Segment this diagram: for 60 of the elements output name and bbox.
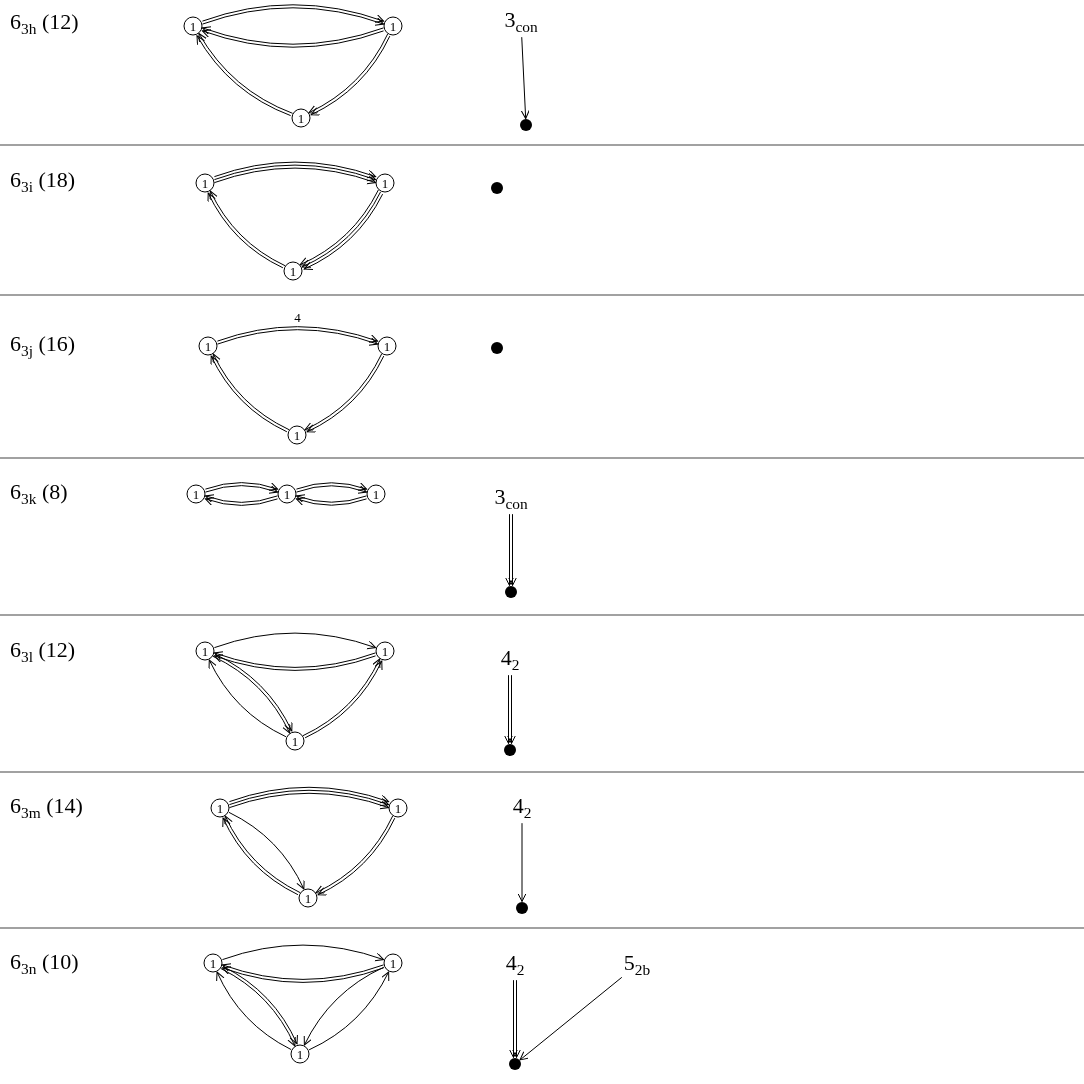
arrow bbox=[508, 513, 517, 586]
hasse-label: 5$_{2b}$ bbox=[623, 950, 651, 980]
arrow bbox=[519, 976, 623, 1061]
hasse-label: 4$_{2}$ bbox=[500, 645, 520, 675]
row-label: 6$_{3m}$ (14) bbox=[10, 794, 83, 823]
row-label: 6$_{3k}$ (8) bbox=[10, 480, 68, 509]
arrow bbox=[512, 979, 521, 1058]
quiver-node: 1 bbox=[210, 798, 230, 818]
hasse-label: 3$_{con}$ bbox=[504, 7, 538, 37]
arrow bbox=[295, 494, 368, 503]
quiver-node: 1 bbox=[195, 173, 215, 193]
row-label: 6$_{3i}$ (18) bbox=[10, 168, 76, 197]
arrow bbox=[517, 822, 527, 902]
row-label: 6$_{3h}$ (12) bbox=[10, 10, 79, 39]
hasse-dot bbox=[505, 586, 517, 598]
quiver-node: 1 bbox=[383, 953, 403, 973]
quiver-node: 1 bbox=[298, 888, 318, 908]
hasse-label: 3$_{con}$ bbox=[494, 484, 528, 514]
quiver-node: 1 bbox=[291, 108, 311, 128]
hasse-dot bbox=[516, 902, 528, 914]
quiver-node: 1 bbox=[366, 484, 386, 504]
quiver-node: 1 bbox=[285, 731, 305, 751]
arrow bbox=[221, 944, 385, 962]
arrow bbox=[507, 674, 516, 744]
hasse-dot bbox=[491, 342, 503, 354]
quiver-node: 1 bbox=[287, 425, 307, 445]
quiver-node: 1 bbox=[186, 484, 206, 504]
arrow bbox=[204, 494, 279, 503]
arrow bbox=[204, 497, 279, 506]
quiver-node: 1 bbox=[375, 173, 395, 193]
arrow bbox=[295, 497, 368, 506]
quiver-node: 1 bbox=[183, 16, 203, 36]
arrow bbox=[505, 513, 514, 586]
hasse-dot bbox=[520, 119, 532, 131]
quiver-node: 1 bbox=[198, 336, 218, 356]
quiver-node: 1 bbox=[277, 484, 297, 504]
quiver-node: 1 bbox=[290, 1044, 310, 1064]
arrow bbox=[509, 979, 518, 1058]
quiver-node: 1 bbox=[388, 798, 408, 818]
quiver-node: 1 bbox=[283, 261, 303, 281]
quiver-node: 1 bbox=[383, 16, 403, 36]
row-label: 6$_{3n}$ (10) bbox=[10, 950, 79, 979]
quiver-node: 1 bbox=[377, 336, 397, 356]
hasse-dot bbox=[491, 182, 503, 194]
hasse-dot bbox=[509, 1058, 521, 1070]
arrow bbox=[504, 674, 513, 744]
quiver-node: 1 bbox=[195, 641, 215, 661]
hasse-label: 4$_{2}$ bbox=[505, 950, 525, 980]
hasse-dot bbox=[504, 744, 516, 756]
quiver-node: 1 bbox=[203, 953, 223, 973]
quiver-node: 1 bbox=[375, 641, 395, 661]
arrow bbox=[295, 482, 368, 491]
arrow bbox=[295, 485, 368, 494]
arrow bbox=[213, 632, 377, 650]
row-label: 6$_{3l}$ (12) bbox=[10, 638, 76, 667]
row-label: 6$_{3j}$ (16) bbox=[10, 332, 76, 361]
hasse-label: 4$_{2}$ bbox=[512, 793, 532, 823]
arrow bbox=[204, 482, 279, 491]
arrow bbox=[204, 485, 279, 494]
arrow bbox=[520, 36, 530, 119]
